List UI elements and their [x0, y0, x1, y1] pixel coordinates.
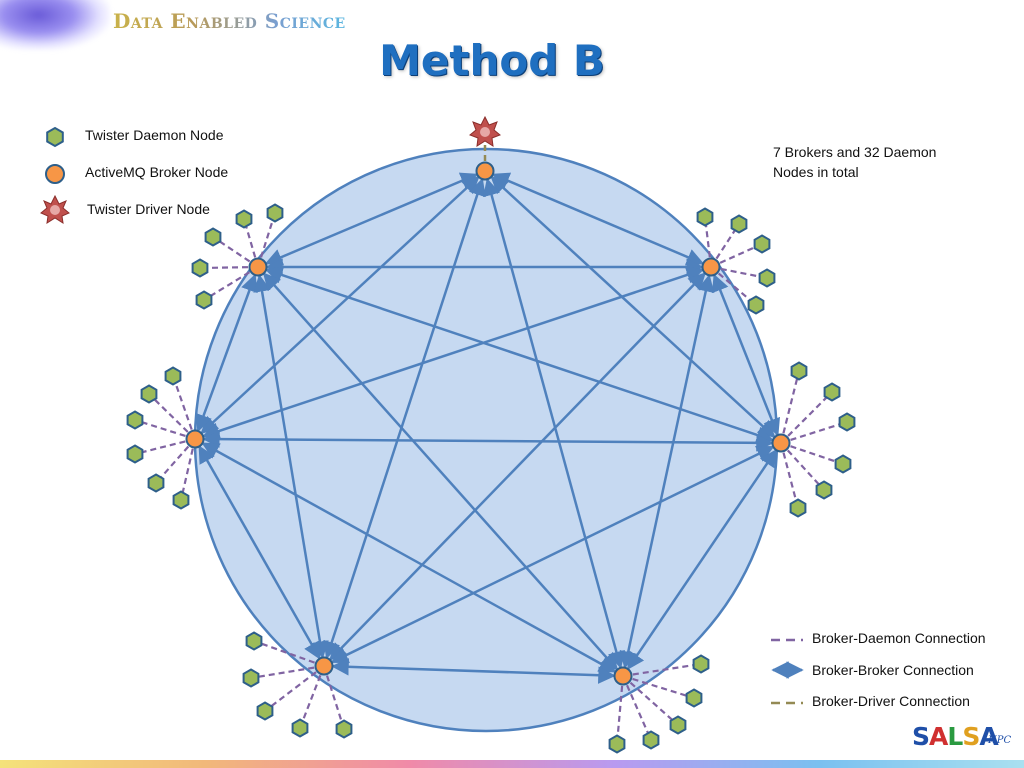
daemon-node [147, 473, 165, 493]
daemon-node [790, 361, 808, 381]
broker-node [248, 257, 268, 277]
logo-suffix: HPC [988, 735, 1012, 746]
summary-note: 7 Brokers and 32 Daemon Nodes in total [773, 144, 937, 180]
logo-letter: S [912, 722, 930, 751]
broker-node [771, 433, 791, 453]
broker-nodes [185, 161, 791, 686]
daemon-node [789, 498, 807, 518]
driver-node [469, 115, 501, 147]
daemon-node [140, 384, 158, 404]
daemon-node [191, 258, 209, 278]
legend-broker-icon [45, 164, 65, 184]
legend-broker-driver-label: Broker-Driver Connection [812, 693, 970, 709]
slide-title: Method B [379, 36, 605, 85]
corner-decoration [0, 0, 110, 50]
broker-node [701, 257, 721, 277]
legend-broker-broker-label: Broker-Broker Connection [812, 662, 974, 678]
daemon-node [235, 209, 253, 229]
daemon-node [669, 715, 687, 735]
brand-header: Data Enabled Science [113, 9, 346, 33]
daemon-node [335, 719, 353, 739]
daemon-node [126, 410, 144, 430]
daemon-node [834, 454, 852, 474]
daemon-node [692, 654, 710, 674]
daemon-node [730, 214, 748, 234]
daemon-node [823, 382, 841, 402]
daemon-node [642, 730, 660, 750]
broker-node [475, 161, 495, 181]
legend-broker-daemon-label: Broker-Daemon Connection [812, 630, 986, 646]
daemon-nodes [126, 203, 856, 754]
legend-driver-icon [40, 194, 70, 224]
logo-letter: A [979, 722, 998, 751]
daemon-node [266, 203, 284, 223]
daemon-node [838, 412, 856, 432]
logo-letter: L [947, 722, 963, 751]
daemon-node [608, 734, 626, 754]
legend-driver-label: Twister Driver Node [87, 201, 210, 217]
broker-node [185, 429, 205, 449]
daemon-node [815, 480, 833, 500]
legend-daemon-label: Twister Daemon Node [85, 127, 224, 143]
legend-daemon-icon [46, 126, 64, 148]
daemon-node [696, 207, 714, 227]
daemon-node [172, 490, 190, 510]
daemon-node [195, 290, 213, 310]
daemon-node [126, 444, 144, 464]
daemon-node [753, 234, 771, 254]
daemon-node [256, 701, 274, 721]
legend-broker-label: ActiveMQ Broker Node [85, 164, 229, 180]
daemon-node [758, 268, 776, 288]
broker-broker-link [627, 449, 777, 670]
daemon-node [747, 295, 765, 315]
broker-broker-link [331, 658, 616, 684]
broker-broker-links [195, 172, 780, 684]
daemon-node [685, 688, 703, 708]
daemon-node [164, 366, 182, 386]
daemon-node [242, 668, 260, 688]
bottom-gradient-bar [0, 760, 1024, 768]
daemon-node [291, 718, 309, 738]
broker-broker-link [195, 273, 258, 433]
logo-letter: A [929, 722, 948, 751]
broker-node [613, 666, 633, 686]
daemon-node [245, 631, 263, 651]
salsa-logo: SALSA [912, 722, 999, 751]
broker-node [314, 656, 334, 676]
daemon-node [204, 227, 222, 247]
logo-letter: S [962, 722, 980, 751]
broker-broker-link [202, 430, 774, 452]
